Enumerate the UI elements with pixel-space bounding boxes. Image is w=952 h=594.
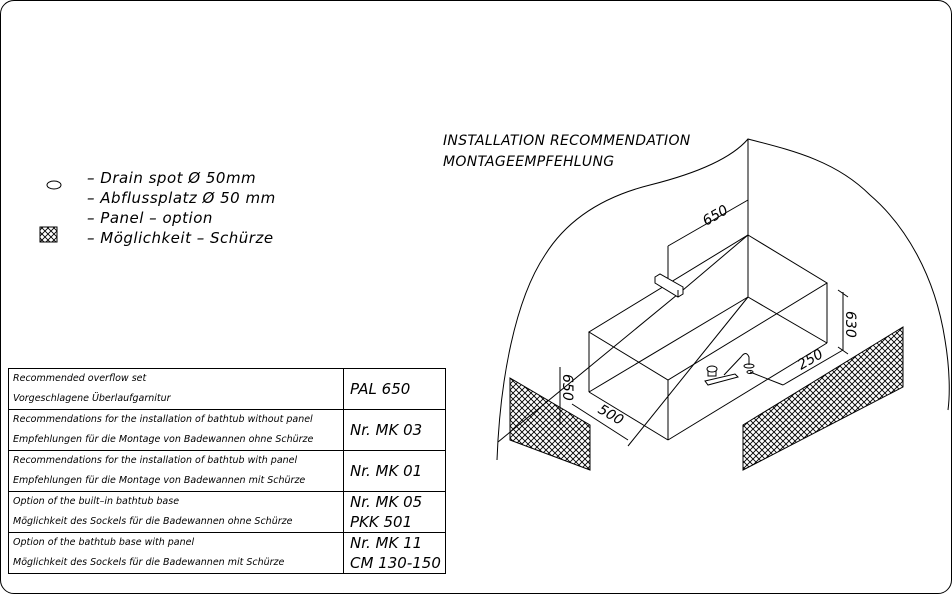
row-desc-en: Recommendations for the installation of … — [13, 414, 313, 425]
table-row: Recommendations for the installation of … — [8, 450, 446, 492]
legend-drain-en: – Drain spot Ø 50mm — [87, 169, 257, 187]
drain-icon — [46, 180, 62, 190]
row-desc-en: Recommended overflow set — [13, 373, 147, 384]
row-desc-en: Option of the built–in bathtub base — [13, 496, 180, 507]
row-desc-de: Möglichkeit des Sockels für die Badewann… — [13, 516, 293, 527]
panel-left — [509, 377, 591, 471]
row-desc-de: Empfehlungen für die Montage von Badewan… — [13, 434, 314, 445]
row-desc-en: Recommendations for the installation of … — [13, 455, 298, 466]
dim-tub-height-right: 630 — [842, 311, 858, 338]
row-desc-de: Vorgeschlagene Überlaufgarnitur — [13, 393, 171, 404]
row-desc-de: Möglichkeit des Sockels für die Badewann… — [13, 557, 285, 568]
row-code-2: CM 130-150 — [350, 554, 441, 572]
row-code: Nr. MK 03 — [350, 421, 423, 439]
row-code: Nr. MK 01 — [350, 462, 423, 480]
panel-hatch-icon — [39, 226, 58, 243]
row-code: Nr. MK 05 — [350, 493, 423, 511]
legend-drain-de: – Abflussplatz Ø 50 mm — [87, 189, 276, 207]
row-code: Nr. MK 11 — [350, 534, 423, 552]
row-code-2: PKK 501 — [350, 513, 413, 531]
row-code: PAL 650 — [350, 380, 411, 398]
row-desc-de: Empfehlungen für die Montage von Badewan… — [13, 475, 306, 486]
dim-spout-distance: 650 — [700, 202, 731, 229]
dim-tub-height-left: 650 — [559, 374, 575, 401]
drawing-title-de: MONTAGEEMPFEHLUNG — [443, 154, 615, 170]
spout-icon — [654, 273, 684, 298]
wall-outline — [496, 138, 950, 461]
faucet-icon — [704, 353, 755, 386]
panel-right — [742, 326, 904, 471]
legend-panel-en: – Panel – option — [87, 209, 213, 227]
legend-panel-de: – Möglichkeit – Schürze — [87, 229, 274, 247]
dim-depth: 500 — [595, 402, 626, 429]
row-desc-en: Option of the bathtub base with panel — [13, 537, 195, 548]
table-row: Recommendations for the installation of … — [8, 409, 446, 451]
bathtub-box-top — [588, 234, 828, 381]
drawing-title-en: INSTALLATION RECOMMENDATION — [443, 133, 691, 149]
